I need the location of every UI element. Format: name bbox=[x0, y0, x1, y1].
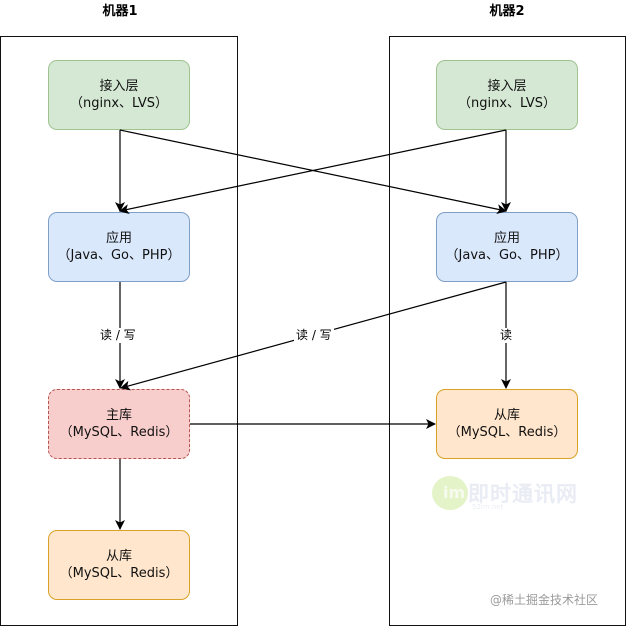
m2-access-layer-node: 接入层 （nginx、LVS） bbox=[436, 60, 578, 130]
m1-master-db-detail: （MySQL、Redis） bbox=[59, 425, 179, 440]
m1-application-detail: （Java、Go、PHP） bbox=[57, 248, 181, 263]
m1-application-title: 应用 bbox=[105, 231, 132, 246]
edge-label-m1-read-write: 读 / 写 bbox=[98, 328, 138, 343]
m2-application-title: 应用 bbox=[493, 231, 520, 246]
m2-application-node: 应用 （Java、Go、PHP） bbox=[436, 212, 578, 282]
watermark-site: 52im.net bbox=[472, 503, 504, 511]
m2-replica-db-node: 从库 （MySQL、Redis） bbox=[436, 389, 578, 459]
m1-master-db-title: 主库 bbox=[105, 408, 132, 423]
source-credit: @稀土掘金技术社区 bbox=[490, 593, 599, 607]
watermark-logo-icon: im bbox=[432, 476, 468, 510]
machine-2-title: 机器2 bbox=[489, 4, 525, 19]
m1-replica-db-title: 从库 bbox=[105, 549, 132, 564]
m2-replica-db-title: 从库 bbox=[493, 408, 520, 423]
m1-access-layer-detail: （nginx、LVS） bbox=[70, 96, 168, 111]
machine-1-title: 机器1 bbox=[102, 4, 138, 19]
m1-master-db-node: 主库 （MySQL、Redis） bbox=[48, 389, 190, 459]
m2-replica-db-detail: （MySQL、Redis） bbox=[447, 425, 567, 440]
m1-application-node: 应用 （Java、Go、PHP） bbox=[48, 212, 190, 282]
m2-access-layer-title: 接入层 bbox=[487, 79, 527, 94]
m1-replica-db-detail: （MySQL、Redis） bbox=[59, 566, 179, 581]
watermark-logo-letter: im bbox=[443, 483, 466, 502]
watermark-name: 即时通讯网 bbox=[468, 482, 578, 506]
m2-application-detail: （Java、Go、PHP） bbox=[445, 248, 569, 263]
edge-label-m2-read: 读 bbox=[498, 328, 515, 343]
m1-access-layer-title: 接入层 bbox=[99, 79, 139, 94]
m1-replica-db-node: 从库 （MySQL、Redis） bbox=[48, 530, 190, 600]
m2-access-layer-detail: （nginx、LVS） bbox=[458, 96, 556, 111]
m1-access-layer-node: 接入层 （nginx、LVS） bbox=[48, 60, 190, 130]
edge-label-m2-to-m1-read-write: 读 / 写 bbox=[294, 328, 334, 343]
